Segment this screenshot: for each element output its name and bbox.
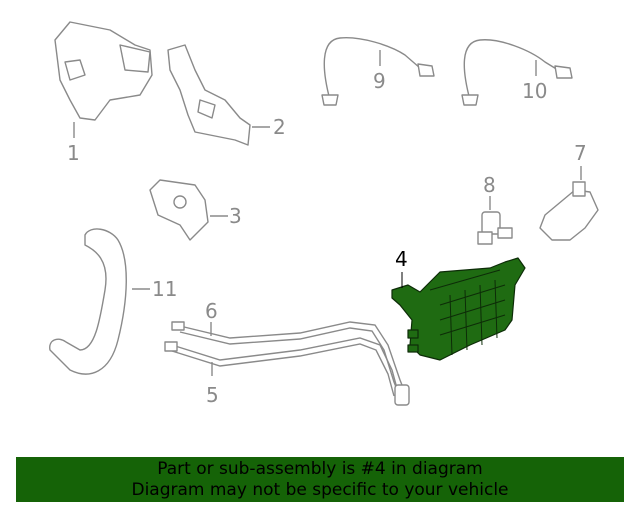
callout-10: 10 (522, 79, 547, 103)
callout-4: 4 (395, 247, 408, 271)
callout-7: 7 (574, 141, 587, 165)
part-5-6-pipes[interactable]: 6 5 (164, 299, 410, 407)
banner-line-2: Diagram may not be specific to your vehi… (131, 480, 509, 500)
part-11-hose[interactable]: 11 (49, 228, 178, 375)
callout-1: 1 (67, 141, 80, 165)
part-4-charcoal-canister[interactable]: 4 (391, 247, 526, 361)
part-8-valve[interactable]: 8 (477, 173, 513, 245)
part-3-sensor[interactable]: 3 (149, 179, 242, 241)
callout-2: 2 (273, 115, 286, 139)
callout-8: 8 (483, 173, 496, 197)
part-9-oxygen-sensor[interactable]: 9 (321, 37, 435, 106)
callout-9: 9 (373, 69, 386, 93)
callout-11: 11 (152, 277, 177, 301)
banner-line-1: Part or sub-assembly is #4 in diagram (157, 459, 483, 479)
callout-5: 5 (206, 383, 219, 407)
callout-3: 3 (229, 204, 242, 228)
callout-6: 6 (205, 299, 218, 323)
part-7-valve[interactable]: 7 (539, 141, 599, 241)
part-2-bracket[interactable]: 2 (167, 44, 286, 146)
parts-diagram: 1 2 3 9 10 7 8 (49, 21, 599, 407)
part-info-banner: Part or sub-assembly is #4 in diagram Di… (16, 457, 624, 502)
part-1-module[interactable]: 1 (54, 21, 153, 165)
part-10-oxygen-sensor[interactable]: 10 (461, 39, 573, 106)
